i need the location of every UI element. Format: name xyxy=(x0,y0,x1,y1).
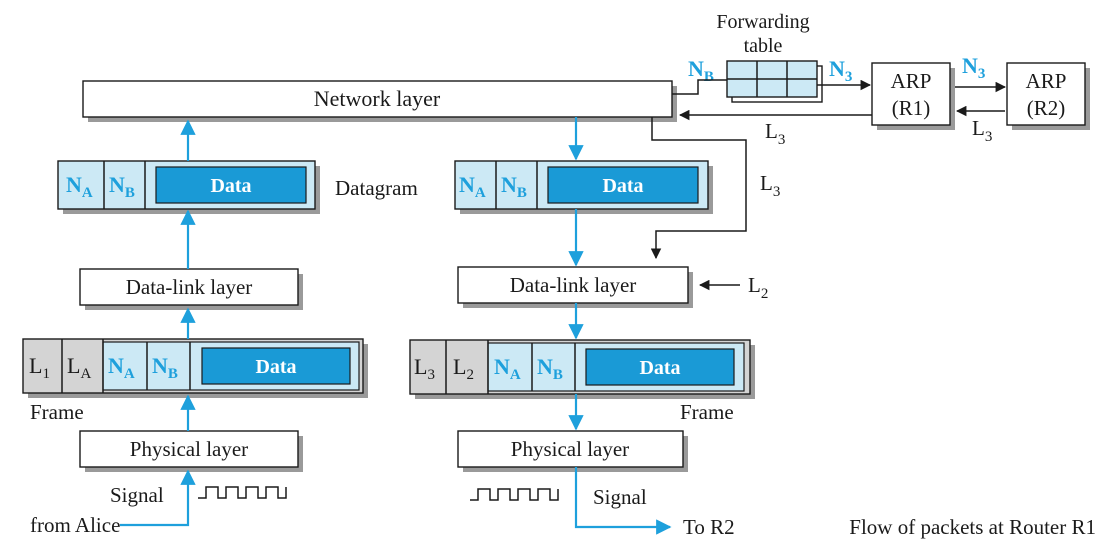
arp-r1-title: ARP xyxy=(891,69,932,93)
l3-label-down: L3 xyxy=(760,171,780,200)
forwarding-table: Forwarding table xyxy=(716,11,823,103)
l2-frame-label: L2 xyxy=(453,354,474,383)
arp-r2-title: ARP xyxy=(1026,69,1067,93)
l3-to-datalink-arrow xyxy=(650,117,747,260)
nb-lookup-label: NB xyxy=(688,56,714,85)
frame-right-label: Frame xyxy=(680,400,734,424)
l3-label-return: L3 xyxy=(765,119,785,148)
la-label: LA xyxy=(67,353,91,382)
arrow-signal-in xyxy=(120,469,196,527)
arp-r1-sub: (R1) xyxy=(892,96,931,120)
l2-label: L2 xyxy=(748,273,768,302)
frame-left-label: Frame xyxy=(30,400,84,424)
forwarding-table-title-1: Forwarding xyxy=(716,11,809,33)
forwarding-table-title-2: table xyxy=(744,35,783,57)
nb-right-frame: NB xyxy=(537,354,563,383)
na-left-frame: NA xyxy=(108,353,135,382)
arp-r2-box: ARP (R2) xyxy=(1006,62,1090,130)
data-left-datagram: Data xyxy=(210,175,251,197)
frame-left: L1 LA NA NB Data xyxy=(22,338,368,398)
signal-right-waveform xyxy=(470,488,559,501)
l1-label: L1 xyxy=(29,353,50,382)
diagram-caption: Flow of packets at Router R1 xyxy=(849,515,1096,539)
signal-right-label: Signal xyxy=(593,485,647,509)
signal-left-label: Signal xyxy=(110,483,164,507)
signal-left-waveform xyxy=(198,486,287,499)
datalink-right-box: Data-link layer xyxy=(457,266,693,308)
physical-right-box: Physical layer xyxy=(457,430,688,472)
datalink-right-label: Data-link layer xyxy=(510,273,637,297)
physical-left-box: Physical layer xyxy=(79,430,303,472)
network-to-table-line xyxy=(672,79,727,95)
arp-r2-sub: (R2) xyxy=(1027,96,1066,120)
nb-left-frame: NB xyxy=(152,353,178,382)
to-r2-label: To R2 xyxy=(683,515,735,539)
physical-right-label: Physical layer xyxy=(511,437,629,461)
arrow-signal-out xyxy=(574,467,672,535)
from-alice-label: from Alice xyxy=(30,513,120,537)
datagram-left: NA NB Data xyxy=(57,160,320,214)
n3-label-2: N3 xyxy=(962,53,985,82)
physical-left-label: Physical layer xyxy=(130,437,248,461)
nb-left-datagram: NB xyxy=(109,172,135,201)
datalink-left-box: Data-link layer xyxy=(79,268,303,310)
na-right-frame: NA xyxy=(494,354,521,383)
na-left-datagram: NA xyxy=(66,172,93,201)
network-layer-label: Network layer xyxy=(314,86,441,111)
data-right-datagram: Data xyxy=(602,175,643,197)
network-layer-box: Network layer xyxy=(82,80,677,122)
frame-right: L3 L2 NA NB Data xyxy=(409,339,755,399)
na-right-datagram: NA xyxy=(459,172,486,201)
nb-right-datagram: NB xyxy=(501,172,527,201)
datagram-label: Datagram xyxy=(335,176,418,200)
datalink-left-label: Data-link layer xyxy=(126,275,253,299)
data-left-frame: Data xyxy=(255,356,296,378)
arp-r1-box: ARP (R1) xyxy=(871,62,955,130)
n3-label-1: N3 xyxy=(829,56,852,85)
l3-frame-label: L3 xyxy=(414,354,435,383)
datagram-right: NA NB Data xyxy=(454,160,713,214)
data-right-frame: Data xyxy=(639,357,680,379)
l3-label-arp: L3 xyxy=(972,116,992,145)
